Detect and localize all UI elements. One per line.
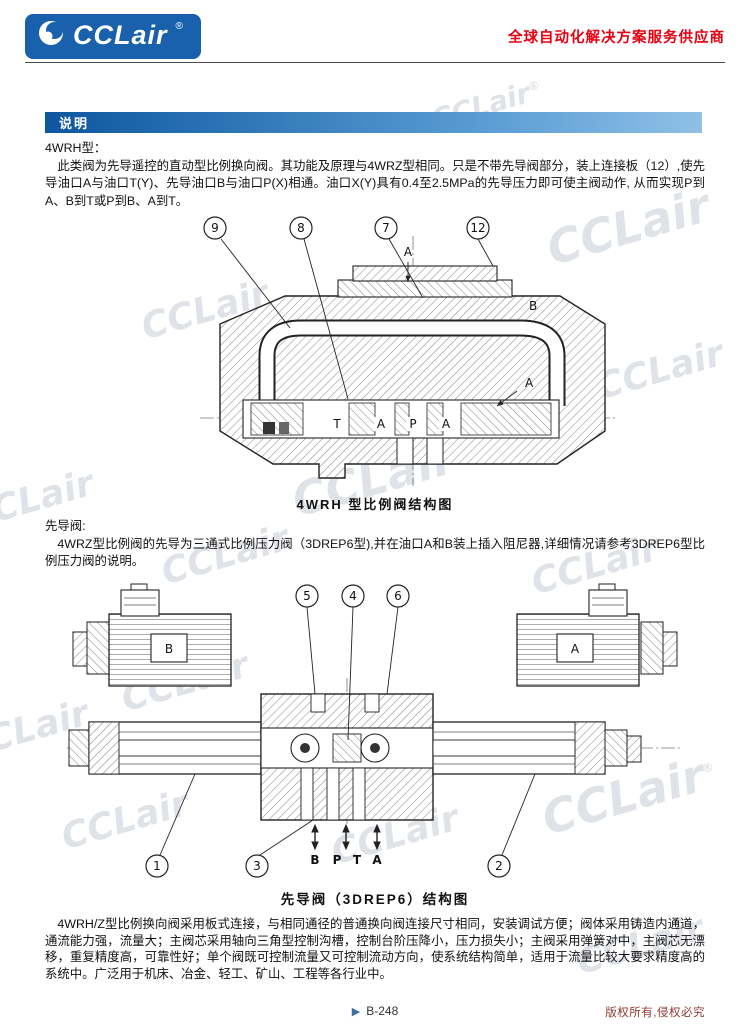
svg-text:B: B: [310, 853, 319, 867]
svg-text:7: 7: [382, 221, 390, 235]
fig1-caption: 4WRH 型比例阀结构图: [296, 497, 454, 512]
svg-text:T: T: [332, 417, 341, 431]
fig2-right-pushrod: [432, 739, 576, 757]
fig2-callout-5: 5: [295, 584, 319, 695]
fig1-spool-bore: [242, 399, 560, 439]
logo-text: CCLair: [73, 19, 168, 50]
svg-text:A: A: [372, 853, 382, 867]
page-marker-icon: ▶: [351, 1005, 361, 1018]
fig1-port-b-label: B: [529, 299, 537, 313]
fig2-callout-6: 6: [386, 584, 410, 695]
svg-text:A: A: [377, 417, 386, 431]
page-number-text: B-248: [366, 1004, 399, 1018]
fig1-seal-element: [279, 422, 289, 434]
section-title-bar: 说明: [45, 112, 702, 133]
fig2-right-coil-label: A: [571, 642, 580, 656]
para-4wrh-title: 4WRH型：: [45, 141, 107, 155]
fig2-callout-4: 4: [341, 584, 365, 741]
fig1-port-letters: T A P A: [330, 417, 453, 431]
fig2-valve-body: [260, 693, 434, 821]
fig1-4wrh-section-diagram: A A B T A P A 9 8: [200, 216, 617, 486]
fig2-left-coil-label: B: [165, 642, 173, 656]
svg-text:8: 8: [297, 221, 305, 235]
fig1-callout-9: 9: [203, 216, 291, 329]
fig1-bottom-ports: [396, 437, 444, 465]
fig2-callout-1: 1: [145, 773, 196, 878]
fig2-port-arrows: [311, 823, 381, 851]
svg-text:P: P: [409, 417, 416, 431]
fig2-right-connector: [588, 589, 628, 617]
fig2-callout-2: 2: [487, 773, 536, 878]
svg-text:12: 12: [470, 221, 485, 235]
fig1-top-cover: [352, 265, 498, 282]
para-pilot-valve: 先导阀: 4WRZ型比例阀的先导为三通式比例压力阀（3DREP6型),并在油口A…: [45, 518, 705, 571]
company-logo: CCLair ®: [25, 13, 201, 59]
fig2-callout-3: 3: [245, 819, 314, 878]
fig2-left-coil-label-box: [150, 633, 188, 663]
fig1-section-label-side: A: [496, 376, 534, 407]
fig2-right-tube: [432, 721, 642, 775]
page-header: CCLair ® 全球自动化解决方案服务供应商: [25, 13, 725, 59]
fig2-left-pushrod: [118, 739, 262, 757]
fig2-3drep6-diagram: B: [67, 583, 683, 878]
svg-text:4: 4: [349, 589, 357, 603]
svg-text:9: 9: [211, 221, 219, 235]
para-4wrh-type: 4WRH型： 此类阀为先导遥控的直动型比例换向阀。其功能及原理与4WRZ型相同。…: [45, 140, 705, 210]
logo-registered-mark: ®: [175, 20, 183, 32]
svg-text:3: 3: [253, 859, 261, 873]
copyright-notice: 版权所有,侵权必究: [605, 1007, 705, 1019]
header-tagline: 全球自动化解决方案服务供应商: [508, 29, 725, 46]
fig2-left-tube: [68, 721, 262, 775]
svg-text:2: 2: [495, 859, 503, 873]
svg-text:A: A: [442, 417, 451, 431]
fig2-caption: 先导阀（3DREP6）结构图: [280, 892, 470, 907]
section-title: 说明: [59, 116, 90, 131]
para-pilot-body: 4WRZ型比例阀的先导为三通式比例压力阀（3DREP6型),并在油口A和B装上插…: [45, 536, 705, 569]
para-summary: 4WRH/Z型比例换向阀采用板式连接，与相同通径的普通换向阀连接尺寸相同，安装调…: [45, 916, 705, 983]
fig2-left-solenoid: B: [72, 583, 232, 687]
fig2-right-solenoid: A: [516, 583, 678, 687]
para-summary-body: 4WRH/Z型比例换向阀采用板式连接，与相同通径的普通换向阀连接尺寸相同，安装调…: [45, 917, 705, 982]
fig2-port-letters: B P T A: [310, 853, 382, 867]
header-divider: [25, 62, 725, 63]
para-4wrh-body: 此类阀为先导遥控的直动型比例换向阀。其功能及原理与4WRZ型相同。只是不带先导阀…: [45, 158, 705, 208]
fig1-connection-plate: [337, 279, 513, 298]
svg-text:A: A: [404, 245, 413, 259]
svg-text:5: 5: [303, 589, 311, 603]
para-pilot-title: 先导阀:: [45, 519, 86, 533]
fig2-right-coil-label-box: [556, 633, 594, 663]
page-number: ▶ B-248: [352, 1004, 399, 1018]
fig2-spool-land: [332, 733, 362, 763]
fig1-callout-8: 8: [289, 216, 349, 400]
fig2-left-connector: [120, 589, 160, 617]
fig1-callout-12: 12: [466, 216, 494, 267]
page-footer: ▶ B-248 版权所有,侵权必究: [45, 1004, 705, 1022]
svg-text:T: T: [353, 853, 362, 867]
logo-swirl-icon: [37, 19, 65, 52]
fig1-callout-7: 7: [374, 216, 424, 299]
svg-text:A: A: [525, 376, 534, 390]
svg-text:P: P: [333, 853, 342, 867]
svg-text:6: 6: [394, 589, 402, 603]
svg-text:1: 1: [153, 859, 161, 873]
fig1-seal-element: [263, 422, 275, 434]
fig1-flow-channel: [258, 319, 566, 411]
